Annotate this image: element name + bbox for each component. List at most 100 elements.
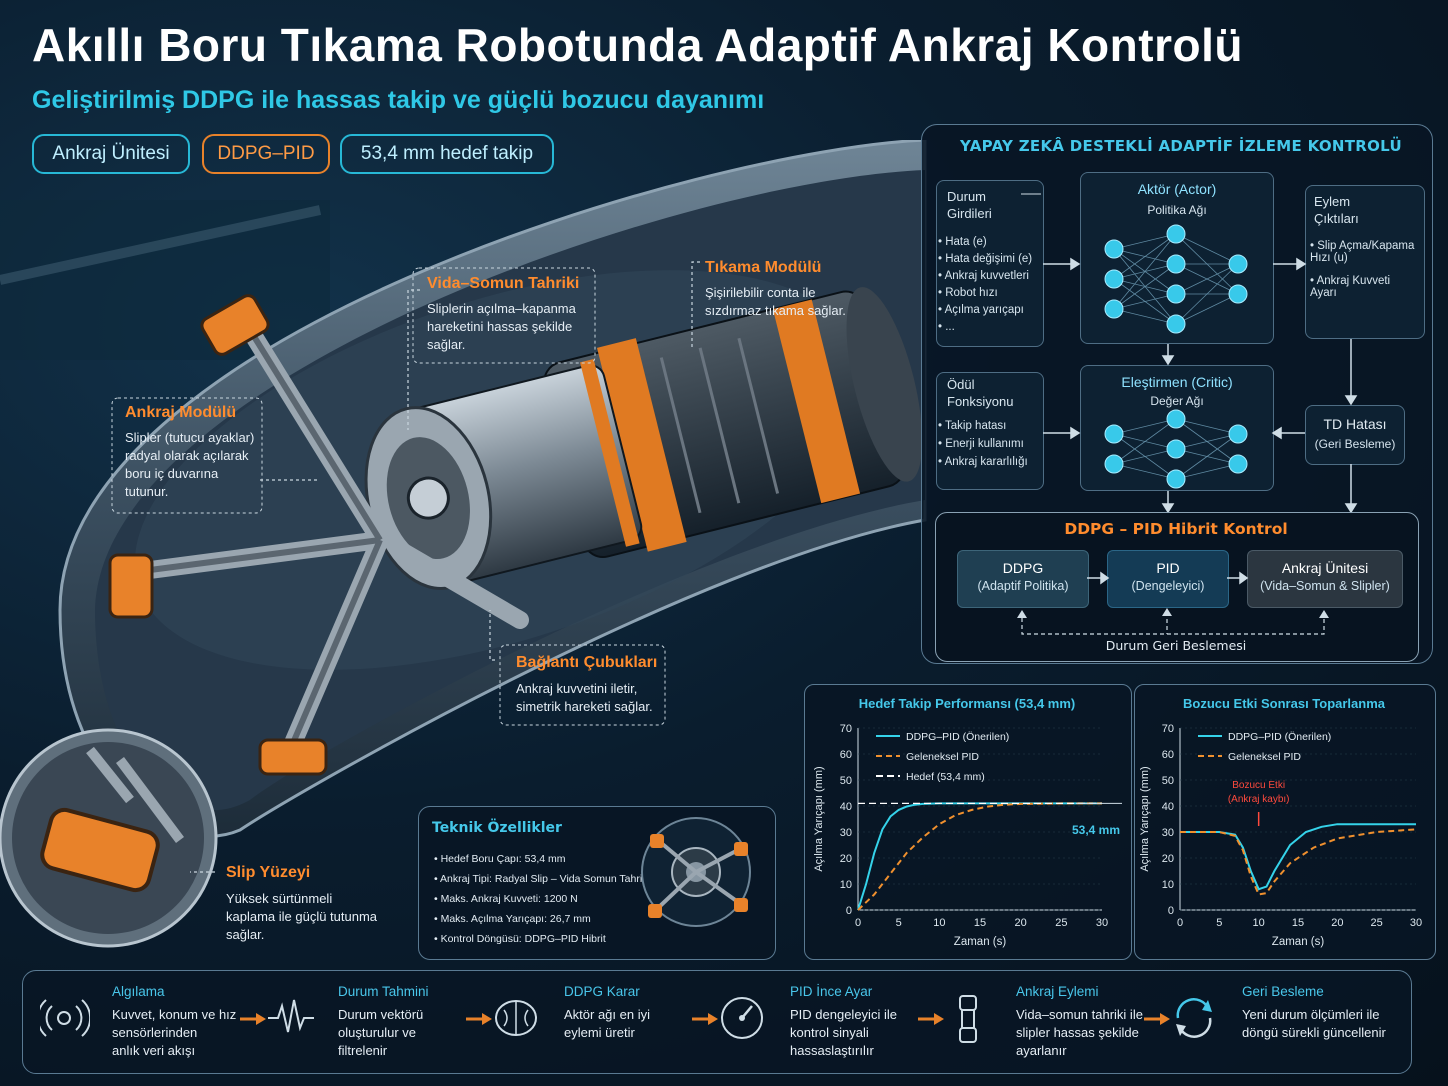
chart-tracking-panel bbox=[804, 684, 1132, 960]
net-node bbox=[1228, 454, 1248, 474]
net-node bbox=[1104, 424, 1124, 444]
critic-subtitle: Değer Ağı bbox=[1150, 394, 1204, 408]
chart-title: Hedef Takip Performansı (53,4 mm) bbox=[859, 696, 1076, 711]
net-node bbox=[1104, 454, 1124, 474]
x-tick-label: 30 bbox=[1096, 917, 1108, 929]
y-tick-label: 50 bbox=[1162, 775, 1174, 787]
chart-title: Bozucu Etki Sonrası Toparlanma bbox=[1183, 696, 1386, 711]
callout-baglanti-text: Ankraj kuvvetini iletir, simetrik hareke… bbox=[516, 681, 653, 714]
hybrid-arrows bbox=[1017, 571, 1329, 635]
pipeline-step-text: Yeni durum ölçümleri ile döngü sürekli g… bbox=[1242, 1007, 1386, 1040]
x-tick-label: 5 bbox=[896, 917, 902, 929]
y-axis-label: Açılma Yarıçapı (mm) bbox=[813, 766, 825, 871]
td-error-subtitle: (Geri Besleme) bbox=[1314, 437, 1396, 451]
state-inputs-title: Durum Girdileri bbox=[947, 189, 992, 221]
net-edge bbox=[1175, 433, 1239, 450]
net-node bbox=[1104, 269, 1124, 289]
ai-diagram-graphics bbox=[1021, 193, 1358, 514]
pipeline-arrow-icon bbox=[692, 1013, 718, 1025]
spec-item: • Kontrol Döngüsü: DDPG–PID Hibrit bbox=[434, 933, 606, 945]
net-edge bbox=[1175, 263, 1239, 295]
spec-item: • Hedef Boru Çapı: 53,4 mm bbox=[434, 853, 566, 865]
pipeline-step-text: Kuvvet, konum ve hız sensörlerinden anlı… bbox=[112, 1007, 237, 1058]
tag-hedef-takip: 53,4 mm hedef takip bbox=[340, 134, 554, 174]
y-tick-label: 0 bbox=[846, 905, 852, 917]
disturbance-annotation: (Ankraj kaybı) bbox=[1228, 794, 1290, 805]
y-axis-label: Açılma Yarıçapı (mm) bbox=[1139, 766, 1151, 871]
action-outputs-title: Eylem Çıktıları bbox=[1314, 194, 1359, 226]
hybrid-anchor-sub: (Vida–Somun & Slipler) bbox=[1260, 579, 1390, 593]
actuator-icon bbox=[959, 995, 977, 1043]
net-node bbox=[1104, 299, 1124, 319]
state-input-item: • ... bbox=[938, 321, 955, 333]
callout-vida-title: Vida–Somun Tahriki bbox=[427, 275, 580, 292]
reward-item: • Enerji kullanımı bbox=[938, 438, 1024, 450]
page-title: Akıllı Boru Tıkama Robotunda Adaptif Ank… bbox=[32, 19, 1243, 71]
series-line bbox=[1180, 828, 1417, 896]
pipeline-step-text: Vida–somun tahriki ile slipler hassas şe… bbox=[1016, 1007, 1143, 1058]
net-edge bbox=[1113, 233, 1177, 310]
pipeline-step-title: DDPG Karar bbox=[564, 984, 640, 999]
target-annotation: 53,4 mm bbox=[1072, 823, 1120, 837]
net-node bbox=[1166, 409, 1186, 429]
page-subtitle: Geliştirilmiş DDPG ile hassas takip ve g… bbox=[32, 86, 765, 114]
actor-network-icon bbox=[1104, 224, 1248, 334]
x-tick-label: 15 bbox=[1292, 917, 1304, 929]
callout-slip-title: Slip Yüzeyi bbox=[226, 864, 311, 881]
spec-item: • Ankraj Tipi: Radyal Slip – Vida Somun … bbox=[434, 873, 653, 885]
net-node bbox=[1228, 284, 1248, 304]
callout-slip-text: Yüksek sürtünmeli kaplama ile güçlü tutu… bbox=[226, 891, 378, 942]
hybrid-ddpg-block: DDPG (Adaptif Politika) bbox=[957, 550, 1089, 608]
net-edge bbox=[1113, 233, 1177, 280]
net-edge bbox=[1113, 463, 1177, 480]
action-outputs-box bbox=[1305, 185, 1425, 339]
y-tick-label: 70 bbox=[1162, 723, 1174, 735]
net-edge bbox=[1175, 293, 1239, 325]
x-tick-label: 20 bbox=[1331, 917, 1343, 929]
pipeline-step-title: Ankraj Eylemi bbox=[1016, 984, 1099, 999]
pipeline-step-title: Algılama bbox=[112, 984, 165, 999]
reward-title: Ödül Fonksiyonu bbox=[947, 377, 1014, 409]
robot-illustration bbox=[0, 140, 927, 948]
x-tick-label: 10 bbox=[1253, 917, 1265, 929]
hybrid-ddpg-sub: (Adaptif Politika) bbox=[977, 579, 1069, 593]
legend-label: DDPG–PID (Önerilen) bbox=[906, 731, 1009, 743]
pipeline-step-title: Geri Besleme bbox=[1242, 984, 1324, 999]
td-error-title: TD Hatası bbox=[1323, 416, 1387, 432]
x-tick-label: 0 bbox=[855, 917, 861, 929]
hybrid-pid-title: PID bbox=[1156, 560, 1180, 576]
waveform-icon bbox=[268, 999, 314, 1033]
callout-ankraj-text: Slipler (tutucu ayaklar) radyal olarak a… bbox=[125, 430, 255, 499]
callout-vida-text: Sliplerin açılma–kapanma hareketini hass… bbox=[427, 301, 576, 352]
net-edge bbox=[1113, 293, 1177, 310]
actor-subtitle: Politika Ağı bbox=[1147, 203, 1207, 217]
y-tick-label: 50 bbox=[840, 775, 852, 787]
tag-ddpg-pid: DDPG–PID bbox=[202, 134, 330, 174]
cross-section-icon bbox=[641, 817, 751, 927]
callout-ankraj-title: Ankraj Modülü bbox=[125, 404, 237, 421]
x-axis-label: Zaman (s) bbox=[1272, 936, 1325, 948]
net-node bbox=[1166, 439, 1186, 459]
net-edge bbox=[1113, 418, 1177, 465]
net-node bbox=[1228, 254, 1248, 274]
net-edge bbox=[1175, 418, 1239, 435]
state-input-item: • Açılma yarıçapı bbox=[938, 304, 1024, 316]
callout-tikama-title: Tıkama Modülü bbox=[705, 259, 822, 276]
critic-title: Eleştirmen (Critic) bbox=[1121, 374, 1233, 390]
y-tick-label: 10 bbox=[840, 879, 852, 891]
callout-tikama-text: Şişirilebilir conta ile sızdırmaz tıkama… bbox=[705, 285, 846, 318]
reward-box bbox=[936, 372, 1044, 490]
hybrid-feedback-label: Durum Geri Beslemesi bbox=[1105, 638, 1247, 653]
legend-label: Hedef (53,4 mm) bbox=[906, 771, 985, 783]
x-axis-label: Zaman (s) bbox=[954, 936, 1007, 948]
net-node bbox=[1166, 224, 1186, 244]
disturbance-annotation: Bozucu Etki bbox=[1232, 780, 1285, 791]
hybrid-ddpg-title: DDPG bbox=[1002, 560, 1044, 576]
hybrid-anchor-block: Ankraj Ünitesi (Vida–Somun & Slipler) bbox=[1247, 550, 1403, 608]
y-tick-label: 60 bbox=[840, 749, 852, 761]
net-edge bbox=[1175, 433, 1239, 480]
net-node bbox=[1166, 254, 1186, 274]
x-tick-label: 20 bbox=[1015, 917, 1027, 929]
tag-ankraj-unitesi: Ankraj Ünitesi bbox=[32, 134, 190, 174]
x-tick-label: 30 bbox=[1410, 917, 1422, 929]
